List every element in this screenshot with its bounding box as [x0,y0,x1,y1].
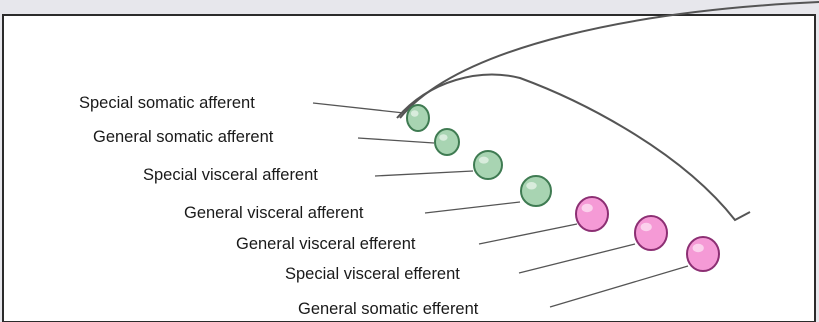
label-general-somatic-afferent: General somatic afferent [93,128,273,146]
green-nucleus-icon [521,176,551,206]
nucleus-highlight [411,110,419,117]
label-special-visceral-efferent: Special visceral efferent [285,265,460,283]
label-general-somatic-efferent: General somatic efferent [298,300,478,318]
pink-nucleus-icon [687,237,719,271]
label-general-visceral-efferent: General visceral efferent [236,235,415,253]
nucleus-highlight [582,204,593,213]
nucleus-highlight [526,182,537,190]
pink-nucleus-icon [576,197,608,231]
label-special-somatic-afferent: Special somatic afferent [79,94,255,112]
label-general-visceral-afferent: General visceral afferent [184,204,363,222]
nucleus-highlight [693,244,704,253]
nucleus-highlight [479,157,489,164]
green-nucleus-icon [407,105,429,131]
nucleus-highlight [439,134,447,141]
label-special-visceral-afferent: Special visceral afferent [143,166,318,184]
pink-nucleus-icon [635,216,667,250]
nucleus-highlight [641,223,652,232]
green-nucleus-icon [435,129,459,155]
green-nucleus-icon [474,151,502,179]
